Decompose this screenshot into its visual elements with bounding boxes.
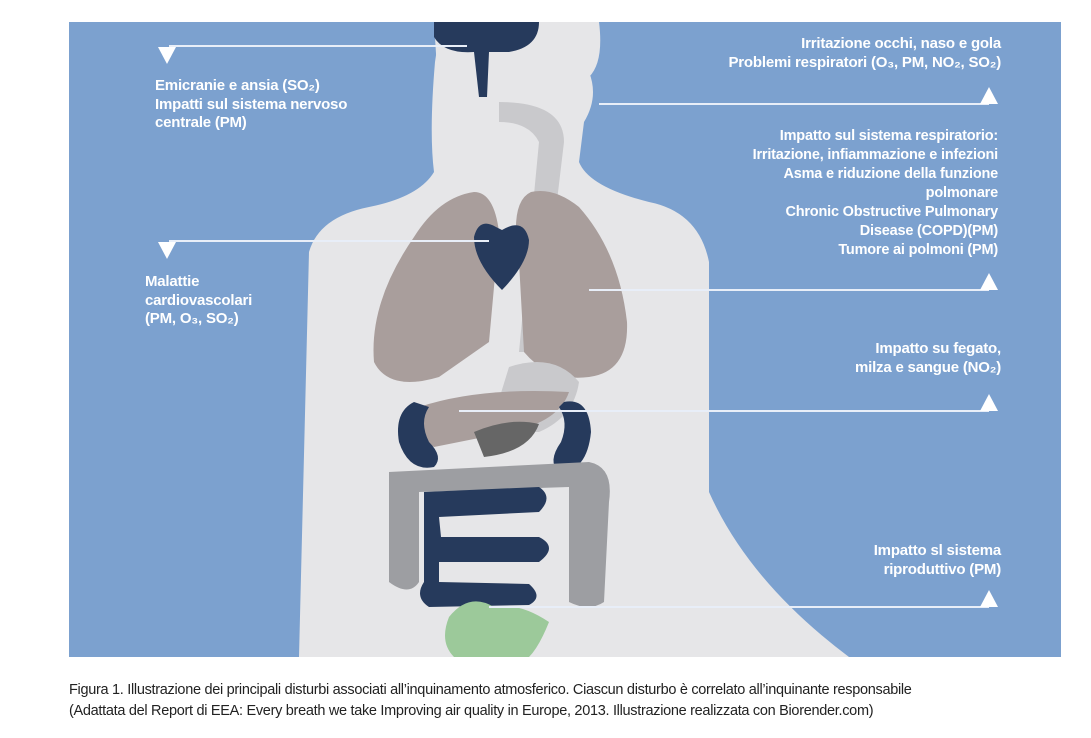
label-eyes: Irritazione occhi, naso e gola Problemi …: [728, 35, 1001, 72]
arrow-markers: [158, 47, 998, 607]
small-intestine: [420, 487, 549, 607]
triangle-up-icon: [980, 394, 998, 411]
brain: [434, 22, 539, 97]
label-line: Irritazione occhi, naso e gola: [801, 35, 1001, 52]
caption-line: (Adattata del Report di EEA: Every breat…: [69, 703, 874, 719]
triangle-down-icon: [158, 242, 176, 259]
label-line: Impatto su fegato,: [875, 340, 1001, 357]
triangle-up-icon: [980, 273, 998, 290]
label-lungs: Impatto sul sistema respiratorio: Irrita…: [752, 127, 999, 260]
label-line: Asma e riduzione della funzione: [783, 166, 998, 182]
label-line: Impatti sul sistema nervoso: [155, 95, 348, 113]
kidney-right: [553, 401, 591, 472]
triangle-up-icon: [980, 590, 998, 607]
label-line: Chronic Obstructive Pulmonary: [785, 204, 998, 220]
spleen: [474, 421, 539, 457]
leader-lines: [169, 45, 989, 608]
label-heart: Malattie cardiovascolari (PM, O₃, SO₂): [145, 273, 252, 329]
label-line: Problemi respiratori (O₃, PM, NO₂, SO₂): [728, 53, 1001, 71]
triangle-up-icon: [980, 87, 998, 104]
label-line: (PM, O₃, SO₂): [145, 310, 239, 327]
label-line: Tumore ai polmoni (PM): [838, 242, 998, 258]
label-line: Disease (COPD)(PM): [859, 223, 998, 239]
label-line: centrale (PM): [155, 114, 247, 131]
label-line: Emicranie e ansia (SO₂): [155, 77, 320, 94]
figure-caption: Figura 1. Illustrazione dei principali d…: [69, 680, 912, 722]
label-line: riproduttivo (PM): [883, 560, 1002, 578]
triangle-down-icon: [158, 47, 176, 64]
diagram-panel: Emicranie e ansia (SO₂) Impatti sul sist…: [69, 22, 1061, 657]
large-intestine: [389, 462, 610, 607]
label-line: Impatto sul sistema respiratorio:: [779, 128, 998, 144]
label-line: Irritazione, infiammazione e infezioni: [752, 147, 999, 163]
label-line: milza e sangue (NO₂): [854, 358, 1001, 376]
kidney-left: [398, 402, 438, 468]
label-head: Emicranie e ansia (SO₂) Impatti sul sist…: [155, 77, 347, 133]
body-illustration: [158, 22, 998, 657]
label-reproductive: Impatto sl sistema riproduttivo (PM): [874, 542, 1001, 579]
liver: [418, 391, 569, 447]
reproductive-organ: [445, 601, 549, 657]
label-liver: Impatto su fegato, milza e sangue (NO₂): [855, 340, 1001, 377]
label-line: polmonare: [925, 185, 999, 201]
label-line: cardiovascolari: [145, 291, 253, 309]
lung-right: [515, 191, 628, 378]
label-line: Malattie: [145, 273, 200, 290]
caption-line: Figura 1. Illustrazione dei principali d…: [69, 682, 912, 698]
lung-left: [373, 192, 499, 382]
label-line: Impatto sl sistema: [873, 542, 1001, 559]
